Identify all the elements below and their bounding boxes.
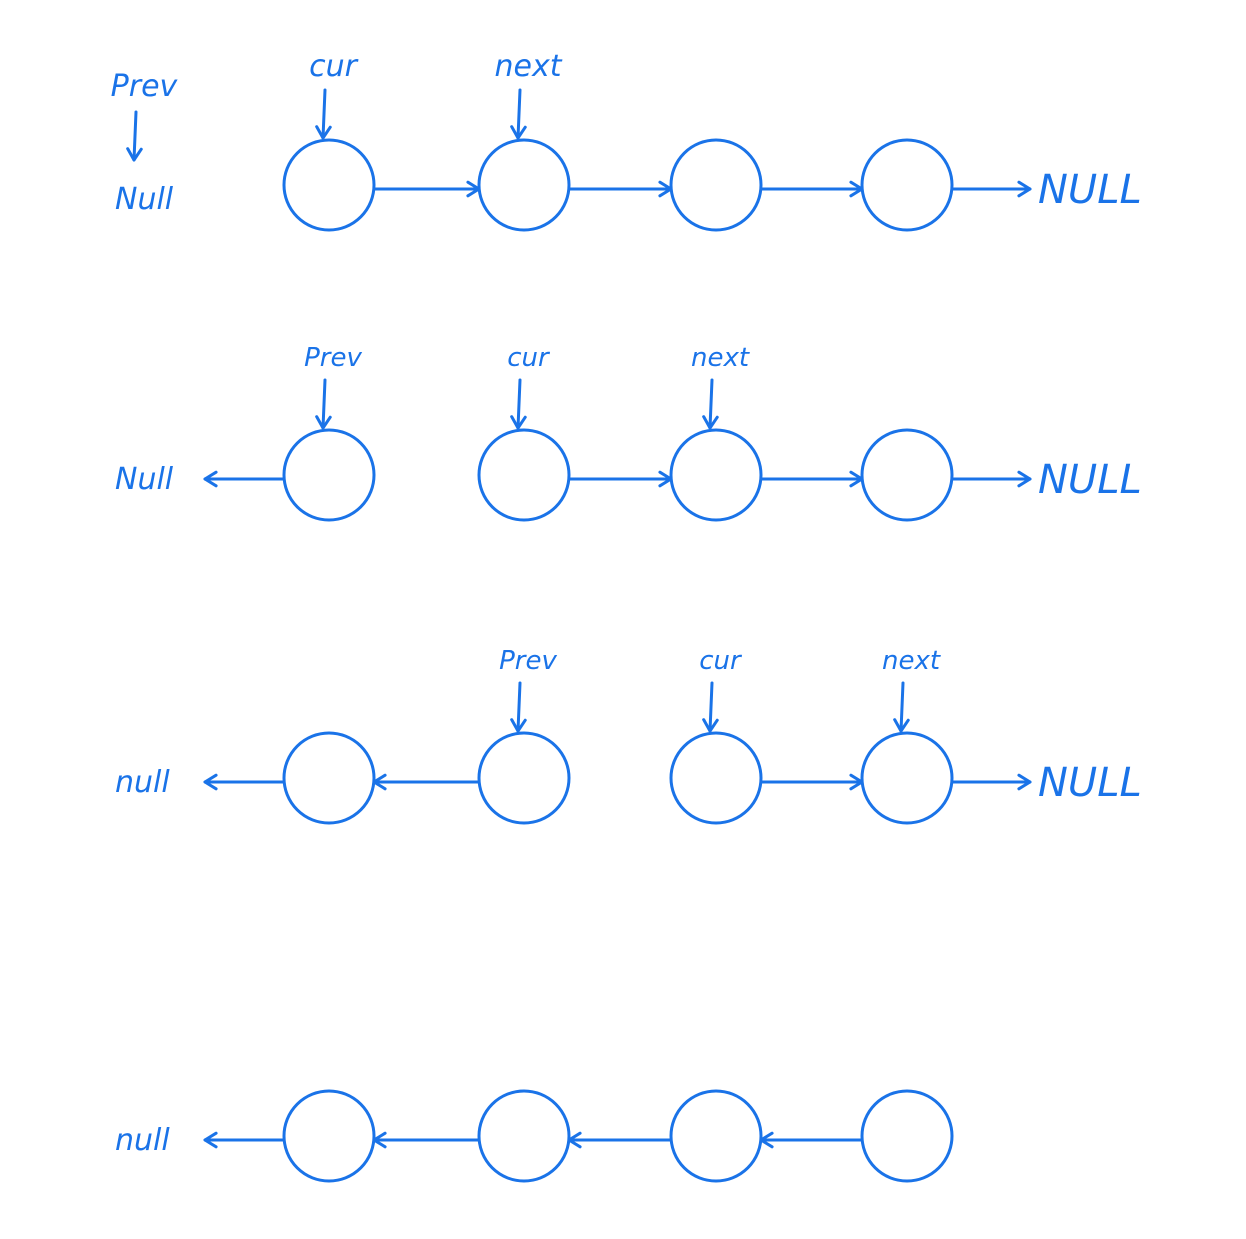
row-2-pointer-cur-label: cur (507, 343, 551, 373)
row-3-right-null-label: NULL (1038, 760, 1142, 806)
row-1-link-arrow (759, 180, 864, 198)
row-3-link-arrow (950, 773, 1032, 791)
row-1-pointer-prev-label: Prev (111, 69, 179, 104)
row-2-left-null-label: Null (115, 462, 174, 497)
row-2-pointer-cur-arrow (510, 378, 527, 430)
row-1-link-arrow (372, 180, 481, 198)
row-3-pointer-prev-arrow (510, 681, 527, 733)
row-2-link-arrow (203, 470, 286, 488)
row-1-node-3 (669, 138, 763, 232)
row-3-node-4 (860, 731, 954, 825)
row-2-node-4 (860, 428, 954, 522)
row-1-left-null-label: Null (115, 182, 174, 217)
row-1-link-arrow (567, 180, 673, 198)
row-3-pointer-cur-label: cur (699, 646, 743, 676)
row-2-node-3 (669, 428, 763, 522)
row-3-pointer-prev-label: Prev (499, 646, 557, 676)
row-4-node-4 (860, 1089, 954, 1183)
row-1-node-4 (860, 138, 954, 232)
row-1-pointer-cur-arrow (315, 88, 332, 140)
row-1-pointer-prev-arrow (126, 110, 143, 162)
row-4-link-arrow (372, 1131, 481, 1149)
row-3-node-1 (282, 731, 376, 825)
row-4-link-arrow (759, 1131, 864, 1149)
row-3-node-3 (669, 731, 763, 825)
row-2-link-arrow (759, 470, 864, 488)
row-2-pointer-next-arrow (702, 378, 719, 430)
row-3-node-2 (477, 731, 571, 825)
row-1-pointer-cur-label: cur (309, 49, 359, 84)
row-4-left-null-label: null (115, 1123, 170, 1158)
row-2-node-2 (477, 428, 571, 522)
row-2-pointer-prev-arrow (315, 378, 332, 430)
row-3-link-arrow (759, 773, 864, 791)
row-1-node-1 (282, 138, 376, 232)
row-3-link-arrow (372, 773, 481, 791)
row-3-pointer-next-label: next (882, 646, 941, 676)
row-4-node-2 (477, 1089, 571, 1183)
row-2-link-arrow (567, 470, 673, 488)
row-1-right-null-label: NULL (1038, 167, 1142, 213)
row-1-link-arrow (950, 180, 1032, 198)
row-4-link-arrow (567, 1131, 673, 1149)
row-1-pointer-next-arrow (510, 88, 527, 140)
row-3-pointer-next-arrow (893, 681, 910, 733)
row-4-node-3 (669, 1089, 763, 1183)
row-2-pointer-prev-label: Prev (304, 343, 362, 373)
row-2-right-null-label: NULL (1038, 457, 1142, 503)
row-1-pointer-next-label: next (495, 49, 563, 84)
row-3-pointer-cur-arrow (702, 681, 719, 733)
row-4-node-1 (282, 1089, 376, 1183)
row-2-pointer-next-label: next (691, 343, 750, 373)
row-3-left-null-label: null (115, 765, 170, 800)
row-1-node-2 (477, 138, 571, 232)
row-4-link-arrow (203, 1131, 286, 1149)
row-2-link-arrow (950, 470, 1032, 488)
row-3-link-arrow (203, 773, 286, 791)
row-2-node-1 (282, 428, 376, 522)
